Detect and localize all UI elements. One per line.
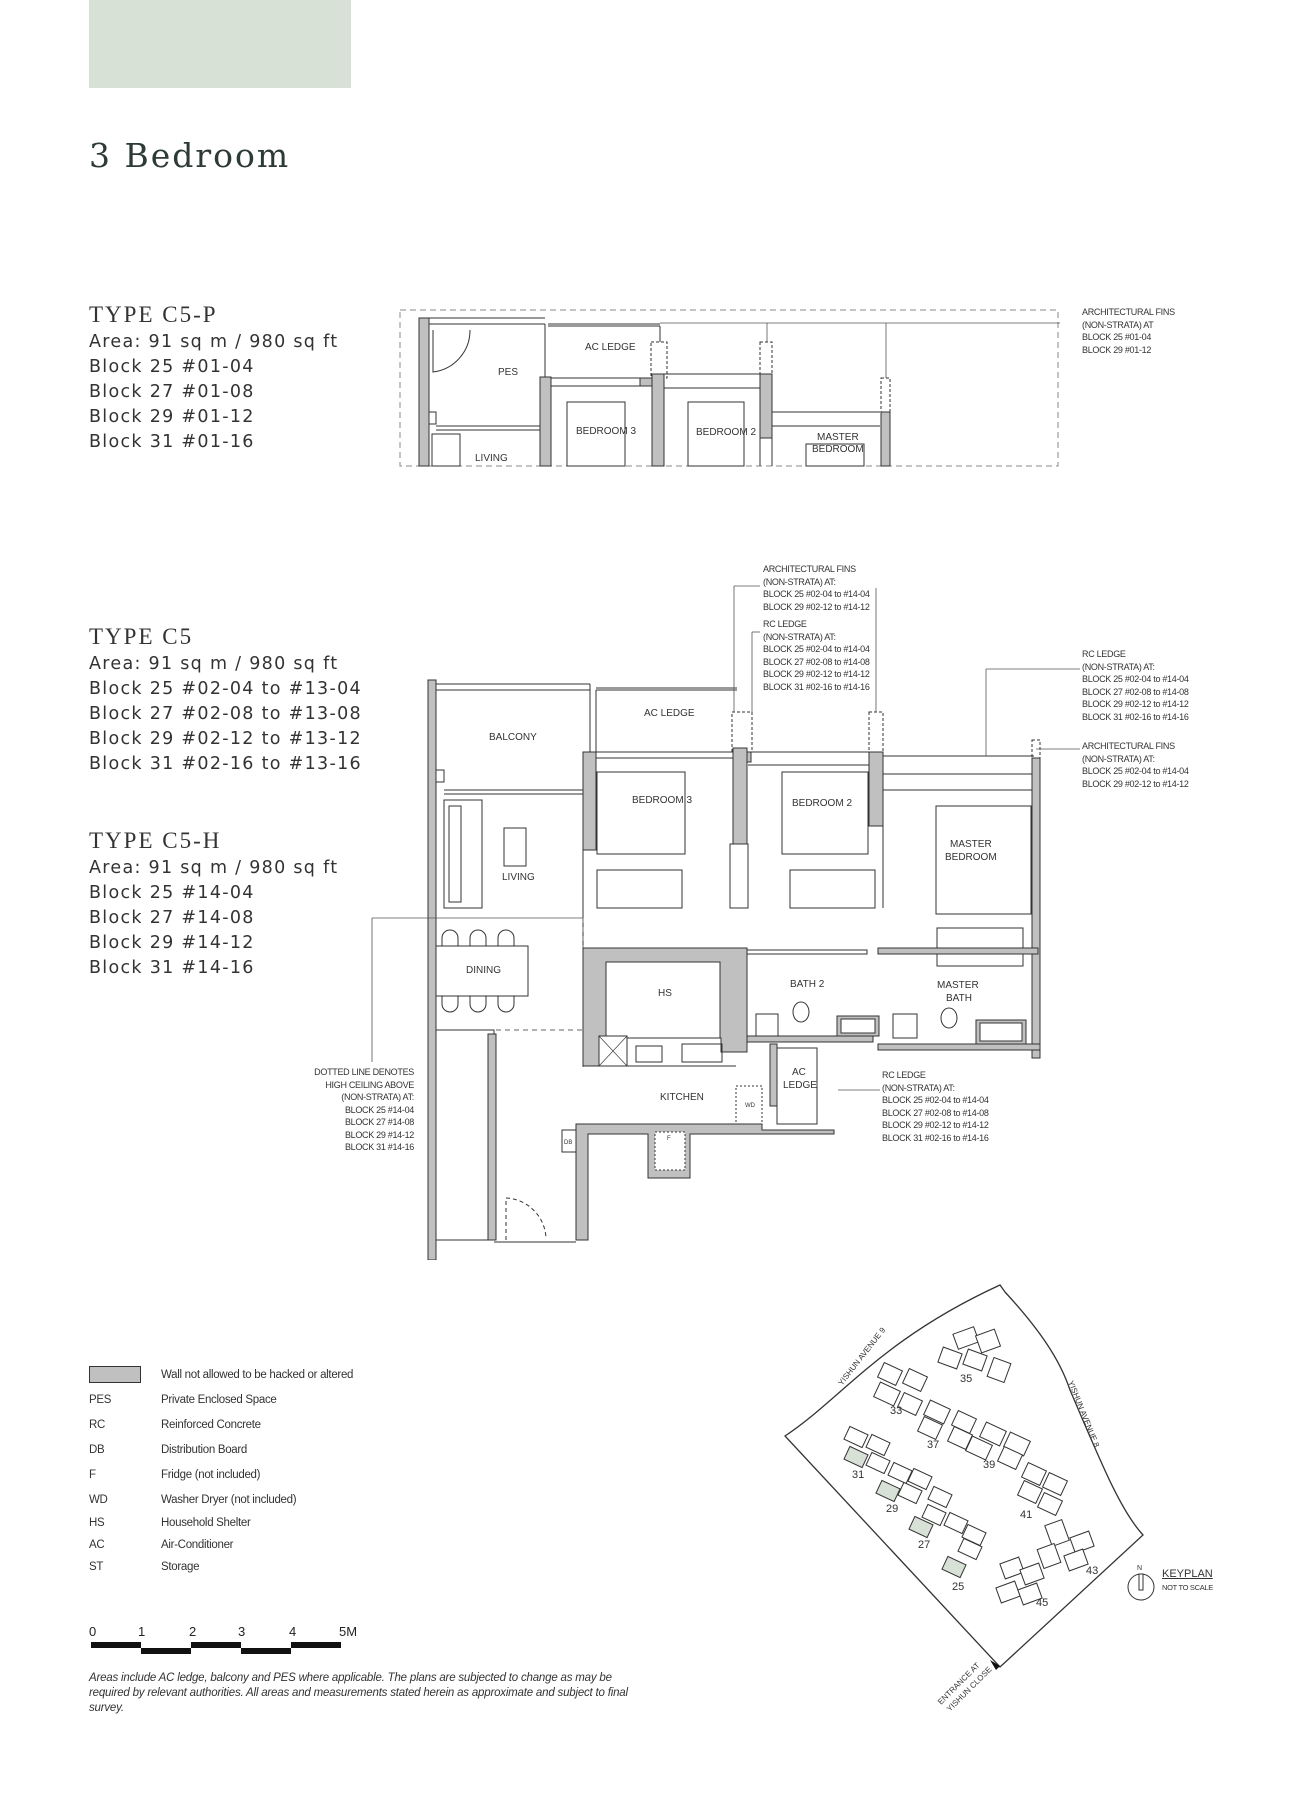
room-label-bedroom-2: BEDROOM 2 xyxy=(792,798,852,809)
room-label-master-bedroom-2: BEDROOM xyxy=(945,852,997,863)
block-number: 27 xyxy=(918,1539,930,1551)
block-number: 45 xyxy=(1036,1597,1048,1609)
room-label-ac-ledge: AC LEDGE xyxy=(585,342,636,353)
room-label-ac-ledge-top: AC LEDGE xyxy=(644,708,695,719)
unit-block-line: Block 29 #01-12 xyxy=(89,407,255,427)
unit-block-line: Block 31 #01-16 xyxy=(89,432,255,452)
unit-block-line: Block 25 #14-04 xyxy=(89,883,255,903)
block-number: 33 xyxy=(890,1405,902,1417)
unit-info-c5: TYPE C5 Area: 91 sq m / 980 sq ft Block … xyxy=(89,624,362,777)
unit-block-line: Block 29 #02-12 to #13-12 xyxy=(89,729,362,749)
note-architectural-fins-top: ARCHITECTURAL FINS (NON-STRATA) AT: BLOC… xyxy=(763,564,870,612)
unit-type-label: TYPE C5 xyxy=(89,624,194,649)
unit-type-label: TYPE C5-H xyxy=(89,828,222,853)
room-label-pes: PES xyxy=(498,367,518,378)
room-label-bath-2: BATH 2 xyxy=(790,979,825,990)
keyplan-subtitle: NOT TO SCALE xyxy=(1162,1583,1214,1592)
room-label-master: MASTER xyxy=(817,432,859,443)
scale-bar: 0 1 2 3 4 5M xyxy=(89,1624,364,1664)
block-number: 35 xyxy=(960,1373,972,1385)
room-label-bedroom: BEDROOM xyxy=(812,444,864,455)
header-color-swatch xyxy=(89,0,351,88)
note-architectural-fins-partial: ARCHITECTURAL FINS (NON-STRATA) AT BLOCK… xyxy=(1082,307,1175,355)
unit-block-line: Block 31 #14-16 xyxy=(89,958,255,978)
room-label-kitchen: KITCHEN xyxy=(660,1092,704,1103)
wall-swatch xyxy=(89,1366,141,1383)
unit-block-line: Block 27 #14-08 xyxy=(89,908,255,928)
note-rc-ledge-kitchen: RC LEDGE (NON-STRATA) AT: BLOCK 25 #02-0… xyxy=(882,1070,989,1143)
block-number: 31 xyxy=(852,1469,864,1481)
page-title: 3 Bedroom xyxy=(89,136,291,175)
room-label-living: LIVING xyxy=(502,872,535,883)
keyplan-title: KEYPLAN xyxy=(1162,1568,1213,1580)
unit-area: Area: 91 sq m / 980 sq ft xyxy=(89,332,339,352)
room-label-f: F xyxy=(667,1136,671,1142)
unit-block-line: Block 31 #02-16 to #13-16 xyxy=(89,754,362,774)
room-label-master-bath-1: MASTER xyxy=(937,980,979,991)
room-label-hs: HS xyxy=(658,988,672,999)
entrance-arrow-icon xyxy=(990,1660,1000,1670)
unit-info-c5h: TYPE C5-H Area: 91 sq m / 980 sq ft Bloc… xyxy=(89,828,338,981)
room-label-dining: DINING xyxy=(466,965,501,976)
note-rc-ledge-top: RC LEDGE (NON-STRATA) AT: BLOCK 25 #02-0… xyxy=(763,619,870,692)
room-label-balcony: BALCONY xyxy=(489,732,537,743)
unit-area: Area: 91 sq m / 980 sq ft xyxy=(89,858,339,878)
unit-block-line: Block 25 #02-04 to #13-04 xyxy=(89,679,362,699)
legend: Wall not allowed to be hacked or altered… xyxy=(89,1362,353,1578)
unit-type-label: TYPE C5-P xyxy=(89,302,218,327)
keyplan-map: 35 33 37 39 31 29 27 25 41 43 45 YISHUN … xyxy=(783,1284,1155,1710)
partial-floor-plan: PES AC LEDGE BEDROOM 3 BEDROOM 2 MASTER … xyxy=(399,309,1060,467)
block-number: 39 xyxy=(983,1459,995,1471)
block-number: 43 xyxy=(1086,1565,1098,1577)
note-architectural-fins-right: ARCHITECTURAL FINS (NON-STRATA) AT: BLOC… xyxy=(1082,741,1189,789)
block-number: 37 xyxy=(927,1439,939,1451)
note-rc-ledge-right: RC LEDGE (NON-STRATA) AT: BLOCK 25 #02-0… xyxy=(1082,649,1189,722)
room-label-wd: WD xyxy=(745,1103,756,1109)
unit-info-c5p: TYPE C5-P Area: 91 sq m / 980 sq ft Bloc… xyxy=(89,302,338,455)
room-label-ac-ledge-2: LEDGE xyxy=(783,1080,817,1091)
unit-block-line: Block 27 #02-08 to #13-08 xyxy=(89,704,362,724)
room-label-bedroom-2: BEDROOM 2 xyxy=(696,427,756,438)
room-label-master-bath-2: BATH xyxy=(946,993,972,1004)
unit-area: Area: 91 sq m / 980 sq ft xyxy=(89,654,339,674)
legend-row-wall: Wall not allowed to be hacked or altered xyxy=(89,1362,353,1387)
block-number: 25 xyxy=(952,1581,964,1593)
room-label-living: LIVING xyxy=(475,453,508,464)
unit-block-line: Block 25 #01-04 xyxy=(89,357,255,377)
disclaimer-text: Areas include AC ledge, balcony and PES … xyxy=(89,1672,628,1714)
road-label-avenue-8: YISHUN AVENUE 8 xyxy=(1066,1379,1101,1449)
note-dotted-line-high-ceiling: DOTTED LINE DENOTES HIGH CEILING ABOVE (… xyxy=(314,1067,414,1152)
block-number: 41 xyxy=(1020,1509,1032,1521)
room-label-ac-ledge-1: AC xyxy=(792,1067,806,1078)
room-label-db: DB xyxy=(564,1140,572,1146)
unit-block-line: Block 29 #14-12 xyxy=(89,933,255,953)
main-floor-plan: BALCONY AC LEDGE BEDROOM 3 BEDROOM 2 MAS… xyxy=(371,585,1080,1260)
room-label-master-bedroom-1: MASTER xyxy=(950,839,992,850)
north-label: N xyxy=(1137,1565,1142,1572)
room-label-bedroom-3: BEDROOM 3 xyxy=(632,795,692,806)
room-label-bedroom-3: BEDROOM 3 xyxy=(576,426,636,437)
unit-block-line: Block 27 #01-08 xyxy=(89,382,255,402)
block-number: 29 xyxy=(886,1503,898,1515)
